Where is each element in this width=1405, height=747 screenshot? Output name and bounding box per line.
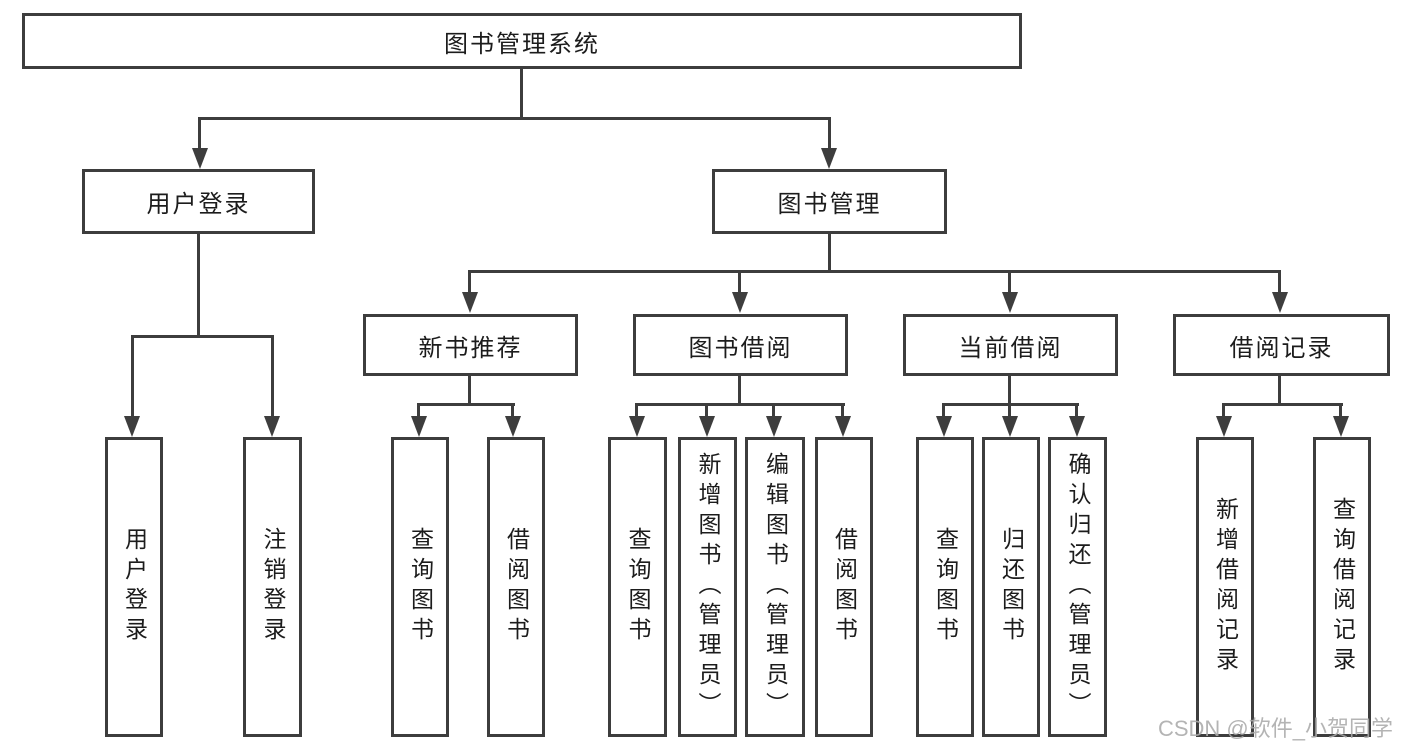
connector-line — [828, 117, 831, 152]
arrow-down-icon — [1002, 416, 1018, 437]
node-label: 编辑图书（管理员） — [762, 452, 789, 722]
node-book-borrowing: 图书借阅 — [633, 314, 848, 376]
arrow-down-icon — [699, 416, 715, 437]
node-label: 新书推荐 — [418, 334, 523, 362]
connector-line — [198, 117, 201, 152]
node-query-books-recommend: 查询图书 — [391, 437, 449, 737]
connector-line — [738, 375, 741, 406]
node-library-management-system: 图书管理系统 — [22, 13, 1022, 69]
node-label: 当前借阅 — [958, 334, 1063, 362]
node-user-login: 用户登录 — [82, 169, 315, 234]
connector-line — [198, 117, 831, 120]
connector-line — [635, 403, 638, 419]
node-add-borrow-record: 新增借阅记录 — [1196, 437, 1254, 737]
node-label: 新增图书（管理员） — [695, 452, 721, 722]
arrow-down-icon — [1272, 292, 1288, 313]
arrow-down-icon — [936, 416, 952, 437]
connector-line — [1008, 403, 1011, 419]
node-label: 图书管理系统 — [444, 30, 600, 58]
node-label: 借阅记录 — [1229, 334, 1334, 362]
connector-line — [705, 403, 708, 419]
node-label: 用户登录 — [121, 527, 148, 647]
connector-line — [468, 375, 471, 406]
node-return-books: 归还图书 — [982, 437, 1040, 737]
connector-line — [1278, 375, 1281, 406]
connector-line — [1222, 403, 1225, 419]
connector-line — [635, 403, 845, 406]
node-current-borrowing: 当前借阅 — [903, 314, 1118, 376]
node-label: 图书借阅 — [688, 334, 793, 362]
node-label: 新增借阅记录 — [1212, 497, 1239, 677]
arrow-down-icon — [835, 416, 851, 437]
node-user-login-action: 用户登录 — [105, 437, 163, 737]
node-label: 查询借阅记录 — [1329, 497, 1356, 677]
arrow-down-icon — [1069, 416, 1085, 437]
arrow-down-icon — [505, 416, 521, 437]
node-query-books-current: 查询图书 — [916, 437, 974, 737]
connector-line — [1222, 403, 1343, 406]
arrow-down-icon — [1216, 416, 1232, 437]
node-edit-book-admin: 编辑图书（管理员） — [745, 437, 805, 737]
connector-line — [828, 233, 831, 273]
connector-line — [131, 335, 134, 418]
node-label: 查询图书 — [407, 527, 434, 647]
connector-line — [468, 270, 1281, 273]
node-label: 借阅图书 — [831, 527, 858, 647]
arrow-down-icon — [264, 416, 280, 437]
connector-line — [942, 403, 945, 419]
arrow-down-icon — [124, 416, 140, 437]
connector-line — [841, 403, 844, 419]
arrow-down-icon — [192, 148, 208, 169]
node-label: 查询图书 — [625, 527, 651, 647]
node-logout: 注销登录 — [243, 437, 302, 737]
connector-line — [520, 68, 523, 120]
node-query-books-borrowing: 查询图书 — [608, 437, 667, 737]
arrow-down-icon — [411, 416, 427, 437]
arrow-down-icon — [732, 292, 748, 313]
node-label: 用户登录 — [146, 191, 251, 218]
watermark: CSDN @软件_小贺同学 — [1157, 716, 1393, 741]
node-borrowing-records: 借阅记录 — [1173, 314, 1390, 376]
node-label: 借阅图书 — [503, 527, 530, 647]
connector-line — [468, 270, 471, 296]
connector-line — [1008, 270, 1011, 296]
node-label: 查询图书 — [932, 527, 959, 647]
node-label: 图书管理 — [777, 191, 882, 218]
node-borrow-books: 借阅图书 — [815, 437, 873, 737]
node-borrow-books-recommend: 借阅图书 — [487, 437, 545, 737]
arrow-down-icon — [462, 292, 478, 313]
node-new-book-recommendation: 新书推荐 — [363, 314, 578, 376]
node-add-book-admin: 新增图书（管理员） — [678, 437, 737, 737]
node-confirm-return-admin: 确认归还（管理员） — [1048, 437, 1107, 737]
arrow-down-icon — [1002, 292, 1018, 313]
connector-line — [417, 403, 420, 419]
connector-line — [417, 403, 515, 406]
node-book-management: 图书管理 — [712, 169, 947, 234]
node-label: 确认归还（管理员） — [1065, 452, 1091, 722]
connector-line — [738, 270, 741, 296]
connector-line — [1339, 403, 1342, 419]
connector-line — [1278, 270, 1281, 296]
arrow-down-icon — [821, 148, 837, 169]
connector-line — [511, 403, 514, 419]
connector-line — [1008, 375, 1011, 406]
connector-line — [197, 233, 200, 337]
arrow-down-icon — [766, 416, 782, 437]
arrow-down-icon — [1333, 416, 1349, 437]
node-label: 归还图书 — [998, 527, 1025, 647]
node-label: 注销登录 — [260, 527, 286, 647]
node-query-borrow-record: 查询借阅记录 — [1313, 437, 1371, 737]
arrow-down-icon — [629, 416, 645, 437]
connector-line — [1075, 403, 1078, 419]
connector-line — [271, 335, 274, 418]
connector-line — [131, 335, 274, 338]
connector-line — [772, 403, 775, 419]
